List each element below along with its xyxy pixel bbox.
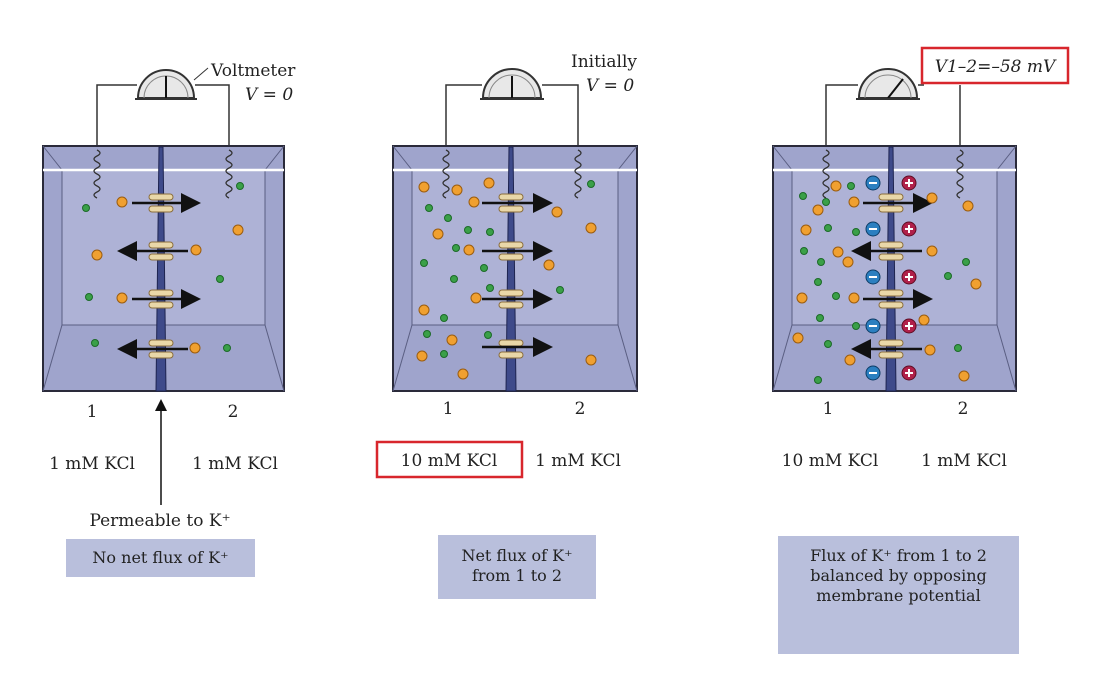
electrode-coil-left <box>822 149 830 199</box>
positive-charges <box>901 175 917 381</box>
compartment-1-label: 1 <box>87 402 98 422</box>
panel-1: Voltmeter V = 0 <box>42 61 296 531</box>
ions <box>416 177 597 380</box>
ion-channel <box>878 289 904 309</box>
electrode-coil-right <box>225 149 233 199</box>
compartment-1-label: 1 <box>443 399 454 419</box>
caption-net-flux: Net flux of K⁺ from 1 to 2 <box>438 535 596 599</box>
electrode-coil-right <box>956 149 964 199</box>
compartment-1-concentration: 1 mM KCl <box>49 454 135 474</box>
voltmeter-label: Voltmeter <box>210 61 296 81</box>
compartment-2-label: 2 <box>228 402 239 422</box>
panel-3: V1–2=–58 mV <box>772 46 1070 471</box>
compartment-2-label: 2 <box>958 399 969 419</box>
voltmeter-icon <box>480 68 544 100</box>
ion-channel <box>878 339 904 359</box>
electrode-coil-right <box>574 149 582 199</box>
voltmeter-icon <box>856 68 920 100</box>
ion-channel <box>878 241 904 261</box>
compartment-2-concentration: 1 mM KCl <box>921 451 1007 471</box>
ion-channel <box>878 193 904 213</box>
compartment-2-concentration: 1 mM KCl <box>535 451 621 471</box>
caption-no-net-flux: No net flux of K⁺ <box>66 539 255 577</box>
ion-channel <box>148 339 174 359</box>
ion-channel <box>148 241 174 261</box>
voltage-reading: V = 0 <box>586 76 634 96</box>
electrode-coil-left <box>93 149 101 199</box>
ion-channel <box>148 193 174 213</box>
ion-channel <box>498 241 524 261</box>
ions <box>82 182 244 354</box>
ion-channel <box>498 339 524 359</box>
concentration-highlight-box <box>375 440 524 479</box>
voltage-reading: V = 0 <box>245 85 293 105</box>
panel-2: Initially V = 0 <box>375 52 638 479</box>
electrode-coil-left <box>442 149 450 199</box>
voltmeter-icon <box>135 69 197 100</box>
tank <box>392 145 638 392</box>
ion-channel <box>148 289 174 309</box>
ion-channel <box>498 193 524 213</box>
ions <box>792 180 982 384</box>
voltage-reading: V1–2=–58 mV <box>935 57 1057 77</box>
permeability-label: Permeable to K⁺ <box>89 511 230 531</box>
compartment-2-concentration: 1 mM KCl <box>192 454 278 474</box>
compartment-1-concentration: 10 mM KCl <box>782 451 879 471</box>
compartment-1-label: 1 <box>823 399 834 419</box>
caption-balanced-flux: Flux of K⁺ from 1 to 2 balanced by oppos… <box>778 536 1019 654</box>
ion-channel <box>498 289 524 309</box>
compartment-2-label: 2 <box>575 399 586 419</box>
initially-label: Initially <box>571 52 637 72</box>
negative-charges <box>865 175 881 381</box>
compartment-1-concentration: 10 mM KCl <box>401 451 498 471</box>
voltage-highlight-box <box>920 46 1070 85</box>
